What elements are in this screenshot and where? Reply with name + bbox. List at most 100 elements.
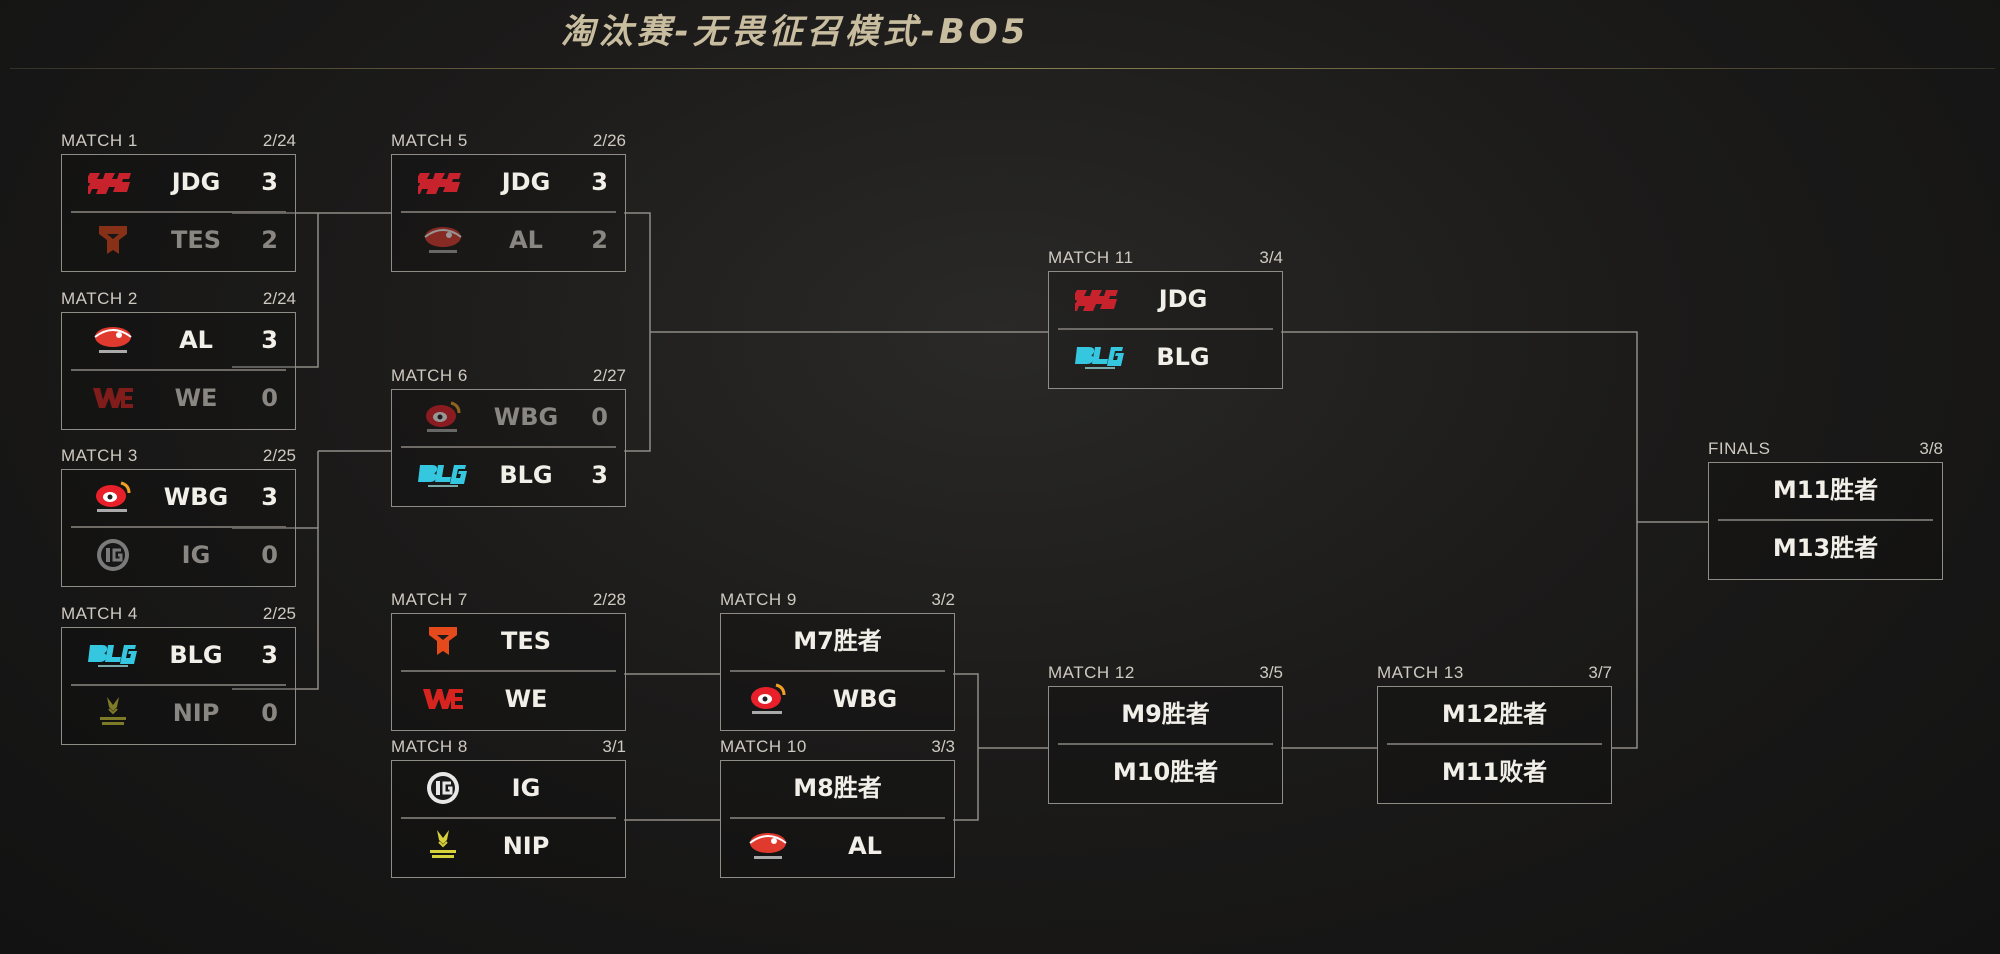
team-name: AL (179, 326, 213, 354)
team-name: NIP (502, 832, 550, 860)
match-label: MATCH 11 (1048, 248, 1134, 267)
wbg-logo-icon (740, 682, 796, 716)
team-row[interactable]: BLG 3 (391, 447, 626, 503)
connector-m5-m6 (624, 212, 651, 452)
team-row[interactable]: IG (391, 760, 626, 816)
blg-logo-icon (1072, 340, 1128, 374)
team-row[interactable]: WBG (720, 671, 955, 727)
team-row[interactable]: BLG (1048, 329, 1283, 385)
title-divider (10, 68, 1995, 69)
team-row[interactable]: AL 2 (391, 212, 626, 268)
jdg-logo-icon (415, 165, 471, 199)
connector-m3-m6 (232, 527, 319, 690)
tes-logo-icon (85, 223, 141, 257)
team-row[interactable]: WBG 3 (61, 469, 296, 525)
match-date: 2/25 (262, 446, 296, 465)
match-date: 3/7 (1588, 663, 1612, 682)
team-row[interactable]: WBG 0 (391, 389, 626, 445)
we-logo-icon (85, 381, 141, 415)
nip-logo-icon (85, 696, 141, 730)
team-row[interactable]: WE 0 (61, 370, 296, 426)
team-score: 3 (591, 168, 608, 196)
team-name: WBG (163, 483, 229, 511)
team-row[interactable]: AL 3 (61, 312, 296, 368)
team-score: 3 (261, 168, 278, 196)
team-row[interactable]: JDG (1048, 271, 1283, 327)
team-score: 3 (261, 483, 278, 511)
team-row[interactable]: WE (391, 671, 626, 727)
team-name: BLG (499, 461, 553, 489)
team-name: BLG (1156, 343, 1210, 371)
al-logo-icon (415, 223, 471, 257)
match-label: MATCH 13 (1377, 663, 1464, 682)
match-date: 2/28 (592, 590, 626, 609)
match-date: 3/8 (1919, 439, 1943, 458)
team-row[interactable]: IG 0 (61, 527, 296, 583)
jdg-logo-icon (85, 165, 141, 199)
team-name: WE (504, 685, 548, 713)
match-label: MATCH 4 (61, 604, 138, 623)
match-label: MATCH 12 (1048, 663, 1135, 682)
match-5-card[interactable]: MATCH 5 2/26 JDG 3 AL 2 (391, 131, 626, 272)
team-row[interactable]: NIP 0 (61, 685, 296, 741)
team-score: 3 (261, 641, 278, 669)
match-3-card[interactable]: MATCH 3 2/25 WBG 3 IG 0 (61, 446, 296, 587)
team-row[interactable]: JDG 3 (391, 154, 626, 210)
team-name: AL (509, 226, 543, 254)
blg-logo-icon (415, 458, 471, 492)
match-date: 2/25 (262, 604, 296, 623)
match-label: MATCH 2 (61, 289, 138, 308)
team-name: JDG (1158, 285, 1208, 313)
team-name: WBG (832, 685, 898, 713)
match-label: MATCH 3 (61, 446, 138, 465)
we-logo-icon (415, 682, 471, 716)
page-title: 淘汰赛-无畏征召模式-BO5 (560, 12, 1030, 52)
placeholder-team: M8胜者 (793, 774, 882, 802)
team-name: TES (500, 627, 552, 655)
team-row[interactable]: TES (391, 613, 626, 669)
match-4-card[interactable]: MATCH 4 2/25 BLG 3 NIP 0 (61, 604, 296, 745)
match-label: MATCH 5 (391, 131, 468, 150)
team-score: 0 (261, 541, 278, 569)
tes-logo-icon (415, 624, 471, 658)
team-row[interactable]: TES 2 (61, 212, 296, 268)
placeholder-team: M7胜者 (793, 627, 882, 655)
al-logo-icon (740, 829, 796, 863)
wbg-logo-icon (85, 480, 141, 514)
team-row[interactable]: BLG 3 (61, 627, 296, 683)
team-row[interactable]: JDG 3 (61, 154, 296, 210)
team-row[interactable]: AL (720, 818, 955, 874)
connector-m1-m5 (232, 212, 319, 368)
match-date: 3/3 (931, 737, 955, 756)
team-name: JDG (171, 168, 221, 196)
team-name: BLG (169, 641, 223, 669)
team-score: 3 (261, 326, 278, 354)
placeholder-team: M11胜者 (1772, 476, 1879, 504)
ig-logo-icon (415, 771, 471, 805)
team-name: NIP (172, 699, 220, 727)
match-date: 2/24 (262, 131, 296, 150)
connector-m9-m10 (953, 673, 979, 821)
team-row[interactable]: NIP (391, 818, 626, 874)
al-logo-icon (85, 323, 141, 357)
match-date: 3/5 (1259, 663, 1283, 682)
team-name: WBG (493, 403, 559, 431)
placeholder-team: M13胜者 (1772, 534, 1879, 562)
team-score: 0 (261, 384, 278, 412)
team-score: 2 (591, 226, 608, 254)
match-date: 2/26 (592, 131, 626, 150)
team-name: JDG (501, 168, 551, 196)
placeholder-team: M12胜者 (1441, 700, 1548, 728)
